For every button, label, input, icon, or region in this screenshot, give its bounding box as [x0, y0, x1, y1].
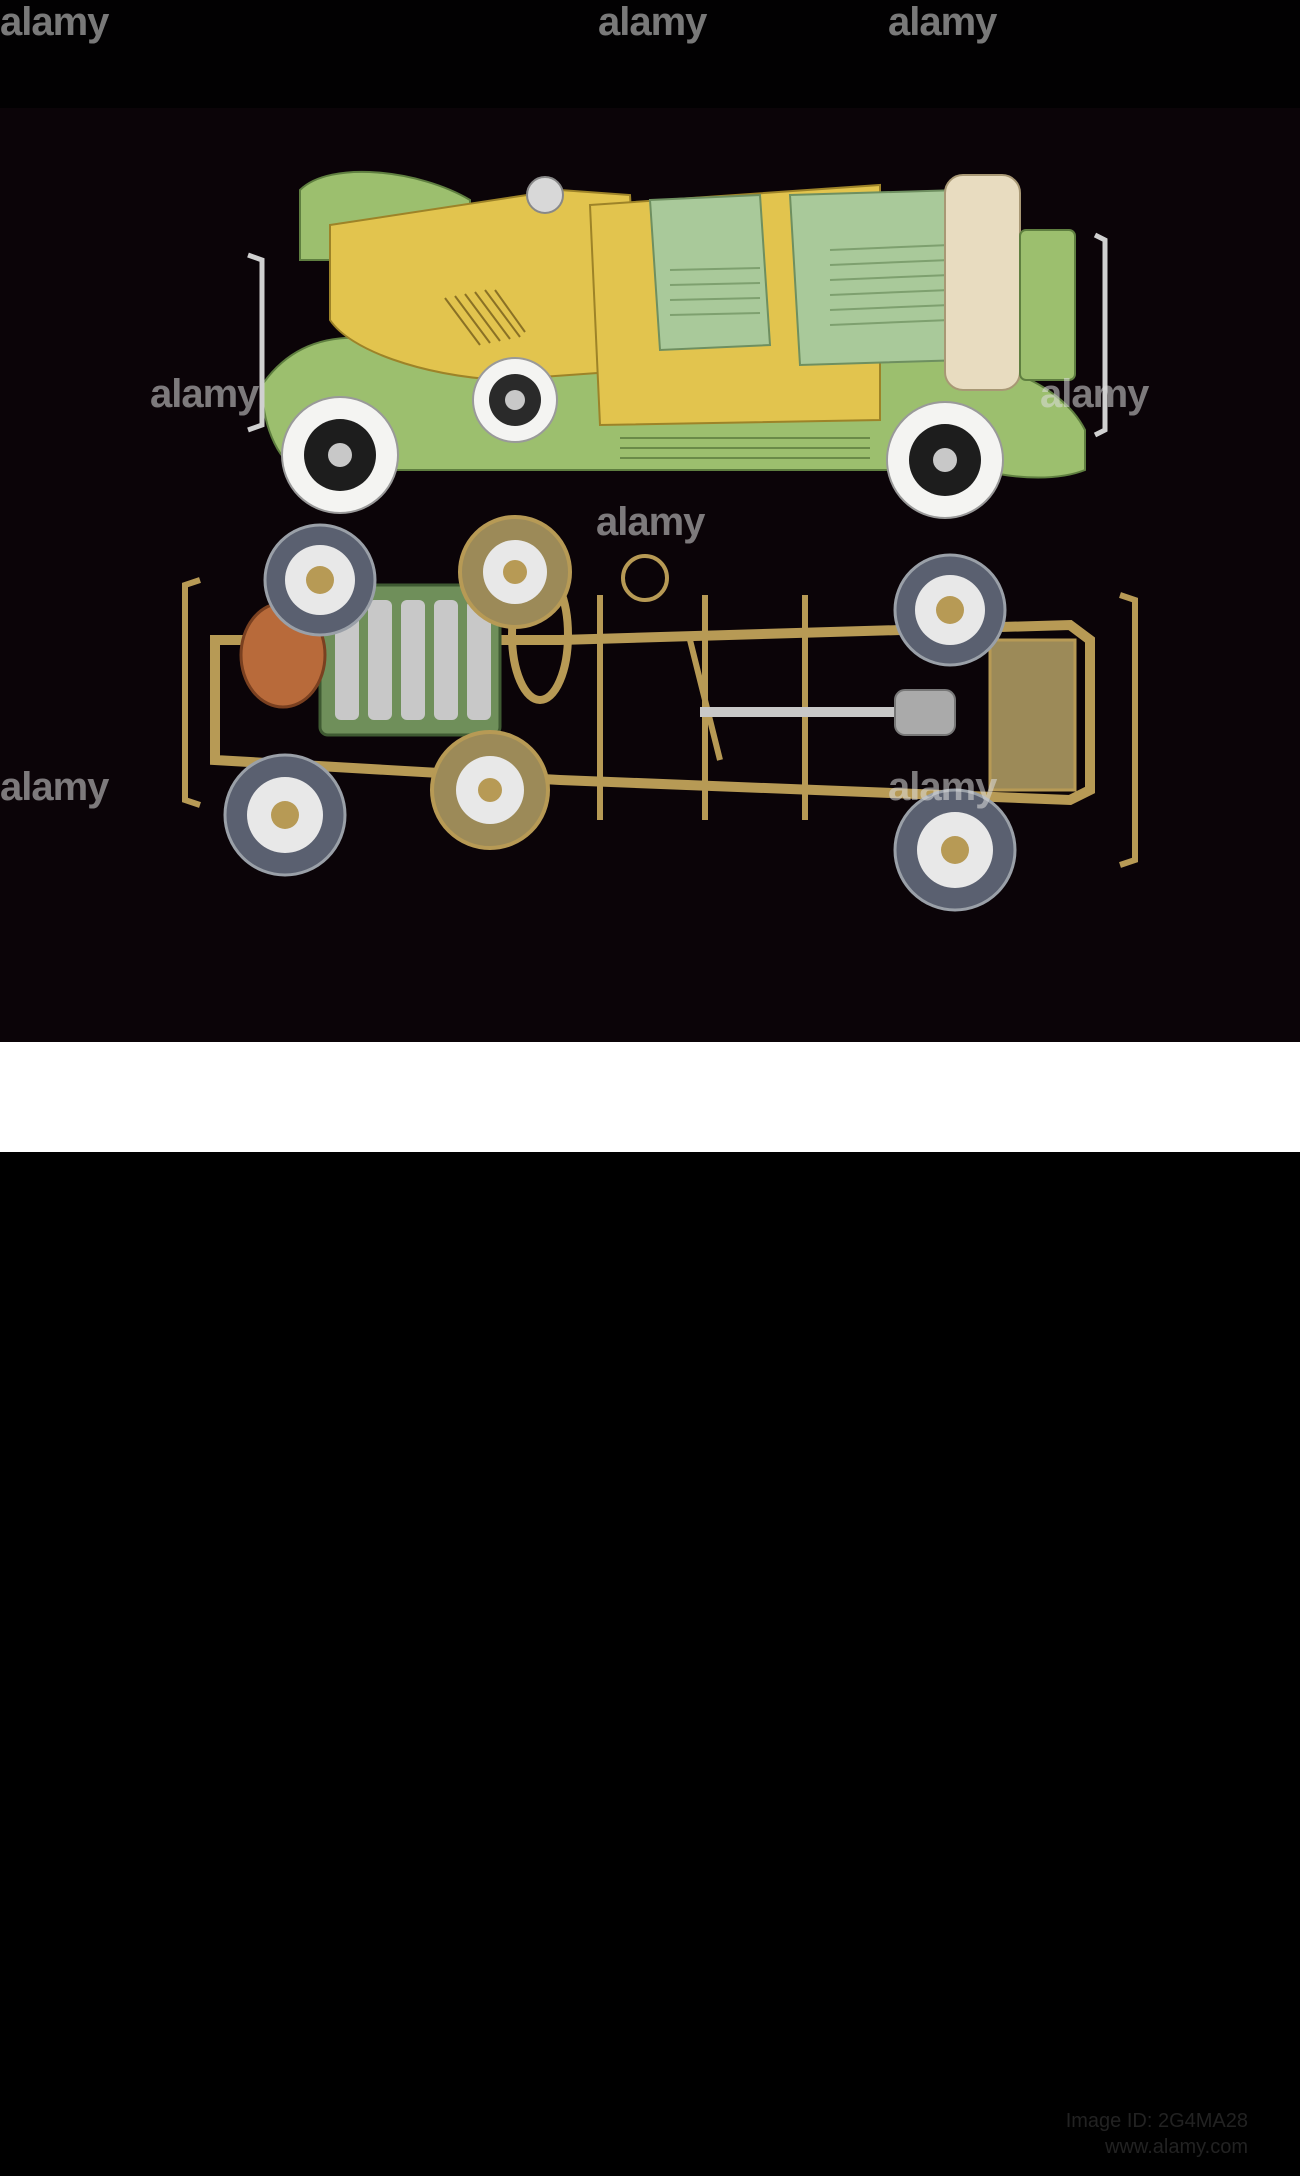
car-folded-top: [944, 174, 1021, 391]
alamy-logo: alamy: [52, 2117, 195, 2175]
model-cars-illustration: [182, 170, 1138, 912]
seat-pleats: [669, 244, 951, 326]
wheel-rear: [886, 401, 1004, 519]
watermark: alamy: [0, 765, 109, 809]
chassis-wheel-rear-top: [893, 553, 1007, 667]
image-id-block: Image ID: 2G4MA28 www.alamy.com: [1066, 2108, 1248, 2160]
brass-chassis-model: [182, 515, 1138, 912]
image-id-label: Image ID: 2G4MA28: [1065, 2110, 1248, 2132]
engine-cylinders: [335, 600, 491, 720]
wheel-front: [281, 396, 399, 514]
chassis-wheel-spare-bottom: [430, 730, 550, 850]
convertible-model-car: [247, 170, 1108, 519]
chassis-wheel-front-top: [263, 523, 377, 637]
watermark: alamy: [150, 372, 259, 416]
site-url: www.alamy.com: [1105, 2136, 1248, 2158]
front-bumper: [247, 252, 265, 433]
watermark: alamy: [888, 0, 997, 44]
side-vents: [620, 437, 870, 459]
top-dark-band: [0, 0, 1300, 108]
hood-louvers: [444, 289, 526, 346]
watermark: alamy: [888, 765, 997, 809]
car-trunk: [1019, 229, 1076, 381]
chassis-rear-bumper: [1119, 592, 1138, 868]
watermark: alamy: [596, 500, 705, 544]
headlight: [526, 176, 564, 214]
chassis-wheel-front-bottom: [223, 753, 347, 877]
steering-wheel: [621, 554, 669, 602]
car-hood: [329, 188, 642, 382]
watermark: alamy: [0, 0, 109, 44]
footer-banner: alamy Image ID: 2G4MA28 www.alamy.com: [0, 1042, 1300, 2175]
rear-tank: [988, 638, 1077, 792]
rear-bumper: [1093, 232, 1108, 438]
chassis-frame: [210, 619, 1095, 806]
watermark: alamy: [598, 0, 707, 44]
chassis-wheel-rear-bottom: [893, 788, 1017, 912]
photograph: alamy alamy alamy alamy alamy alamy alam…: [0, 0, 1300, 1042]
differential: [894, 689, 956, 736]
car-front-seat: [648, 193, 772, 352]
watermark: alamy: [1040, 372, 1149, 416]
chassis-wheel-spare-top: [458, 515, 572, 629]
wheel-spare: [472, 357, 558, 443]
chassis-front-bumper: [182, 577, 201, 808]
